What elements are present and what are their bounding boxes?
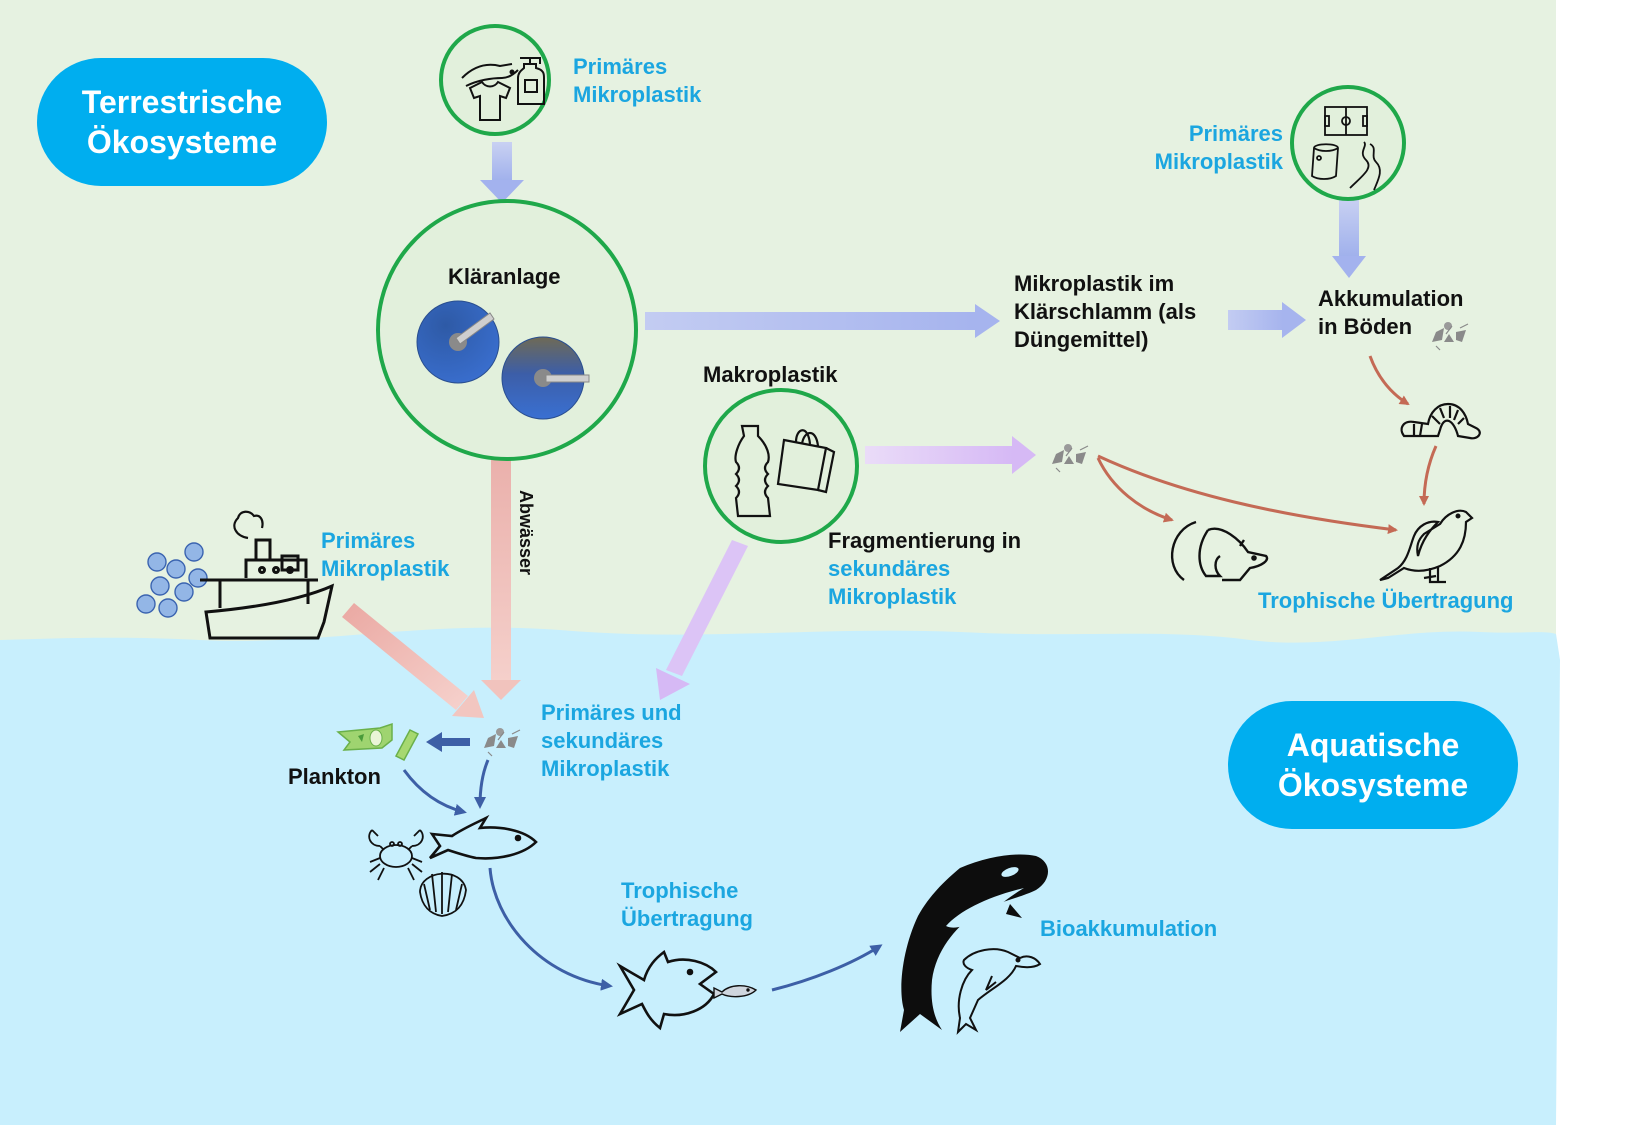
label-line: Übertragung bbox=[621, 906, 753, 931]
arrow-macro-to-water bbox=[656, 540, 748, 700]
label-line: Primäres bbox=[321, 528, 416, 553]
arrow-plankton-to-fish bbox=[402, 769, 467, 816]
label-line: in Böden bbox=[1318, 314, 1413, 339]
label-line: Akkumulation bbox=[1318, 286, 1464, 311]
fragments-water-icon bbox=[484, 728, 521, 757]
aquatic-line-2: Ökosysteme bbox=[1277, 767, 1469, 803]
terrestrial-ecosystems-badge: Terrestrische Ökosysteme bbox=[37, 58, 327, 186]
hand-soap-shirt-icon bbox=[461, 57, 545, 121]
dolphin-icon bbox=[956, 948, 1042, 1035]
wastewater-plant-circle bbox=[376, 199, 638, 461]
trophic-transfer-water-label: Trophische Übertragung bbox=[621, 877, 753, 933]
plankton-label: Plankton bbox=[288, 764, 381, 789]
small-fish-icon bbox=[713, 985, 758, 1000]
arrow-fragments-to-fish bbox=[474, 759, 490, 809]
worm-icon bbox=[1400, 402, 1481, 440]
arrow-soil-to-worm bbox=[1368, 355, 1410, 406]
plankton-icon bbox=[336, 722, 420, 761]
terrestrial-line-1: Terrestrische bbox=[81, 84, 283, 120]
clarifier-disc-left-icon bbox=[416, 300, 500, 384]
arrow-sludge-to-soil bbox=[1228, 302, 1306, 338]
aquatic-line-1: Aquatische bbox=[1286, 727, 1460, 763]
label-line: Mikroplastik bbox=[828, 584, 957, 609]
ship-icon bbox=[200, 510, 335, 640]
fish-icon bbox=[429, 814, 538, 860]
arrow-fragments-to-plankton bbox=[426, 732, 470, 752]
arrow-fragments-to-mouse bbox=[1096, 457, 1174, 523]
fragments-soil-icon bbox=[1432, 322, 1469, 351]
wastewater-plant-label: Kläranlage bbox=[448, 264, 561, 289]
bird-icon bbox=[1379, 509, 1474, 584]
field-bucket-road-icon bbox=[1311, 106, 1381, 191]
label-line: Mikroplastik bbox=[541, 756, 670, 781]
arrow-worm-to-bird bbox=[1419, 445, 1438, 506]
primary-microplastic-ship-label: Primäres Mikroplastik bbox=[321, 527, 449, 583]
microbeads-icon bbox=[136, 542, 208, 618]
arrow-plant-to-sludge bbox=[645, 304, 1000, 338]
fragments-land-icon bbox=[1052, 444, 1089, 473]
label-line: Primäres bbox=[573, 54, 668, 79]
label-line: Primäres und bbox=[541, 700, 682, 725]
arrow-primary-right-to-soil bbox=[1332, 198, 1366, 278]
macroplastic-label: Makroplastik bbox=[703, 362, 838, 387]
arrow-fragments-to-bird bbox=[1097, 454, 1398, 535]
bottle-bag-icon bbox=[734, 424, 836, 518]
primary-secondary-microplastic-label: Primäres und sekundäres Mikroplastik bbox=[541, 699, 682, 783]
orca-icon bbox=[900, 834, 1048, 1032]
bioaccumulation-label: Bioakkumulation bbox=[1040, 916, 1218, 941]
wastewater-label: Abwässer bbox=[516, 490, 536, 576]
primary-right-circle bbox=[1290, 85, 1406, 201]
label-line: Trophische bbox=[621, 878, 739, 903]
terrestrial-line-2: Ökosysteme bbox=[86, 124, 278, 160]
primary-microplastic-right-label: Primäres Mikroplastik bbox=[1145, 120, 1283, 176]
label-line: Düngemittel) bbox=[1014, 327, 1149, 352]
shell-icon bbox=[419, 872, 467, 917]
water-area bbox=[0, 627, 1560, 1125]
label-line: Mikroplastik bbox=[1154, 149, 1283, 174]
fragmentation-label: Fragmentierung in sekundäres Mikroplasti… bbox=[828, 527, 1021, 611]
clarifier-disc-right-icon bbox=[501, 336, 590, 420]
arrow-macro-to-fragments bbox=[865, 436, 1036, 474]
label-line: Klärschlamm (als bbox=[1014, 299, 1197, 324]
label-line: Fragmentierung in bbox=[828, 528, 1022, 553]
primary-top-circle bbox=[439, 24, 551, 136]
soil-accumulation-label: Akkumulation in Böden bbox=[1318, 285, 1463, 341]
label-line: sekundäres bbox=[541, 728, 664, 753]
arrow-ship-to-water bbox=[342, 603, 484, 718]
trophic-transfer-land-label: Trophische Übertragung bbox=[1258, 588, 1514, 613]
aquatic-ecosystems-badge: Aquatische Ökosysteme bbox=[1228, 701, 1518, 829]
label-line: sekundäres bbox=[828, 556, 951, 581]
arrow-fish-to-bigfish bbox=[488, 867, 613, 991]
arrow-wastewater bbox=[481, 455, 521, 700]
primary-microplastic-top-label: Primäres Mikroplastik bbox=[573, 53, 701, 109]
arrow-primary-to-plant bbox=[480, 142, 524, 203]
mouse-icon bbox=[1170, 520, 1269, 582]
label-line: Mikroplastik im bbox=[1014, 271, 1175, 296]
arrow-bigfish-to-orca bbox=[771, 944, 883, 992]
label-line: Primäres bbox=[1188, 121, 1283, 146]
label-line: Mikroplastik bbox=[321, 556, 450, 581]
crab-icon bbox=[368, 829, 424, 881]
label-line: Mikroplastik bbox=[573, 82, 702, 107]
sludge-label: Mikroplastik im Klärschlamm (als Düngemi… bbox=[1014, 270, 1196, 354]
